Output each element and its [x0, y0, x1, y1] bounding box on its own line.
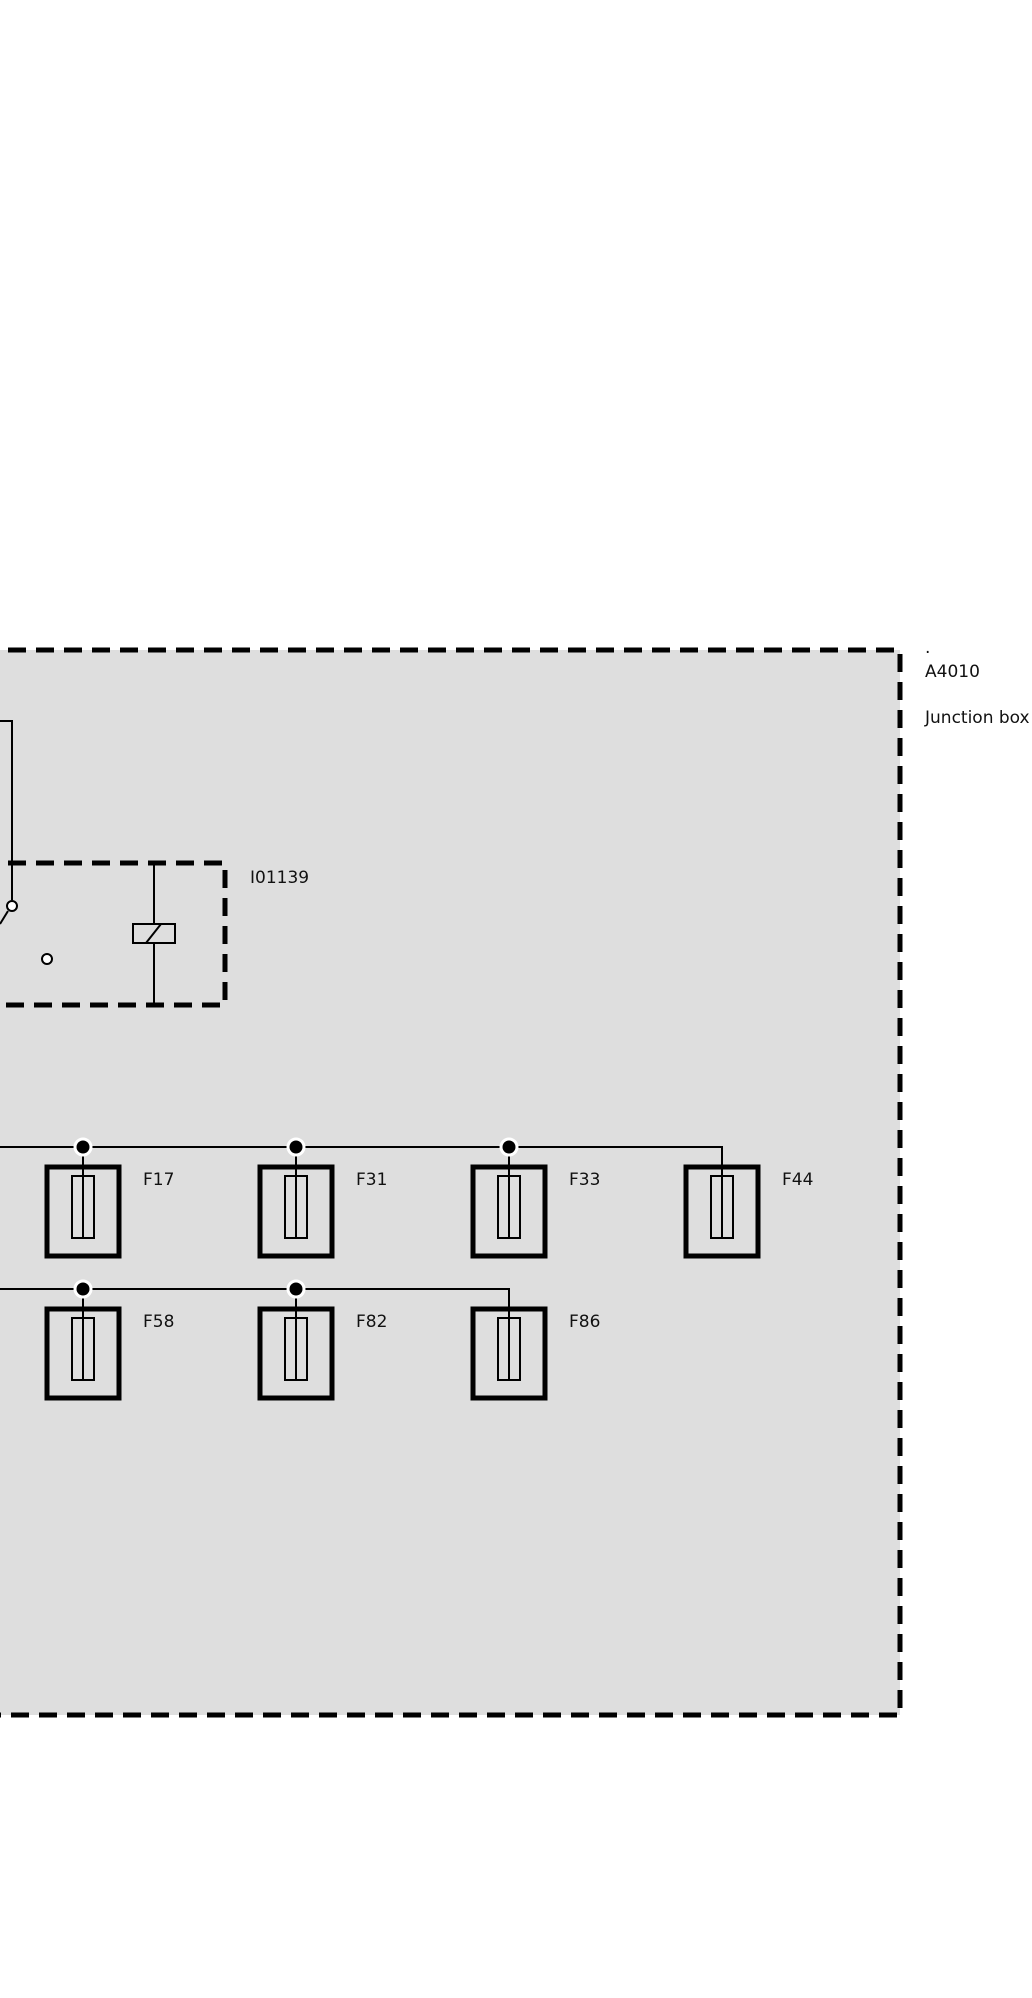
fuse-label-f86: F86	[569, 1312, 601, 1332]
fuse-f31	[257, 1137, 335, 1259]
fuse-f86	[470, 1306, 548, 1401]
junction-dot	[286, 1137, 306, 1157]
fuse-label-f82: F82	[356, 1312, 388, 1332]
fuse-f82	[257, 1279, 335, 1401]
fuse-label-f44: F44	[782, 1170, 814, 1190]
relay-contact-open	[6, 900, 18, 912]
junction-dot	[73, 1137, 93, 1157]
fuse-label-f58: F58	[143, 1312, 175, 1332]
fuse-label-f17: F17	[143, 1170, 175, 1190]
fuse-f58	[44, 1279, 122, 1401]
fuse-f44	[683, 1164, 761, 1259]
junction-dot	[499, 1137, 519, 1157]
fuse-f17	[44, 1137, 122, 1259]
relay-enclosure	[0, 860, 228, 1008]
relay-id-label: I01139	[250, 868, 310, 888]
junction-box-id-label: A4010	[925, 662, 980, 682]
relay-feed-wire	[0, 720, 13, 900]
fuse-label-f33: F33	[569, 1170, 601, 1190]
junction-box-name-label: Junction box	[925, 708, 1030, 728]
relay-contact-closed	[41, 953, 53, 965]
fuse-label-f31: F31	[356, 1170, 388, 1190]
fuse-f33	[470, 1137, 548, 1259]
junction-dot	[73, 1279, 93, 1299]
junction-box-outline	[0, 647, 903, 1718]
relay-switch-arm	[0, 910, 9, 925]
relay-coil-slash	[145, 923, 162, 944]
junction-box-dot-label: .	[925, 638, 931, 658]
junction-dot	[286, 1279, 306, 1299]
